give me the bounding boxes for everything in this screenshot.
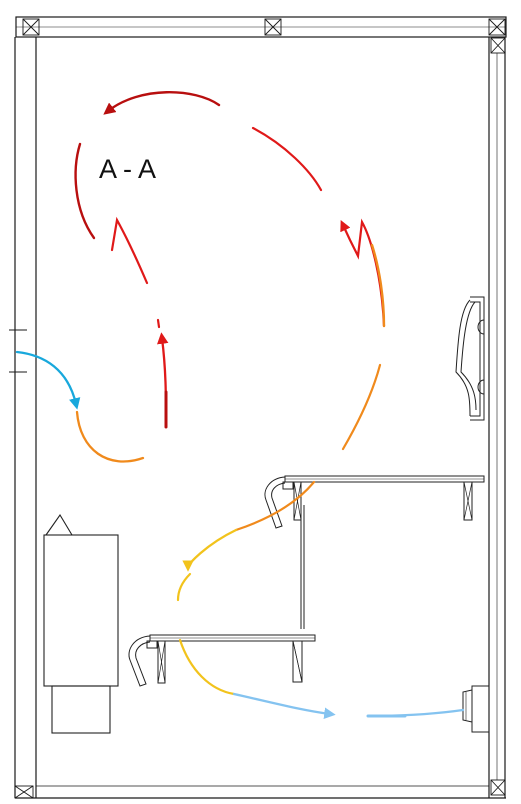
airflow-window-inlet — [15, 350, 81, 410]
airflow-right-descent-orange — [370, 243, 386, 328]
airflow-upper-bench-descent — [234, 480, 316, 532]
airflow-left-arc-top — [74, 142, 96, 240]
section-label: A - A — [99, 154, 156, 184]
building-shell — [9, 16, 507, 799]
airflow-floor-flow — [232, 692, 336, 719]
airflow-right-arc — [251, 126, 323, 192]
stove-body — [43, 534, 119, 687]
airflow-arrows — [15, 91, 465, 719]
air-intake-vent — [462, 685, 490, 733]
upper-bench — [264, 475, 485, 629]
lower-bench — [128, 634, 316, 687]
airflow-top-arc — [103, 91, 221, 115]
airflow-lower-right-arc — [341, 363, 382, 451]
airflow-inlet-curve — [75, 410, 145, 463]
airflow-lower-bench-descent — [178, 638, 236, 696]
stove-stone-top — [45, 513, 73, 536]
airflow-inner-rise — [110, 216, 149, 285]
stove-base — [51, 685, 111, 734]
wall-radiator — [455, 296, 485, 421]
airflow-mid-descent — [182, 528, 238, 572]
ceiling-cross-marks — [14, 18, 506, 799]
stove-heater — [43, 513, 119, 734]
airflow-right-descent — [340, 218, 386, 328]
